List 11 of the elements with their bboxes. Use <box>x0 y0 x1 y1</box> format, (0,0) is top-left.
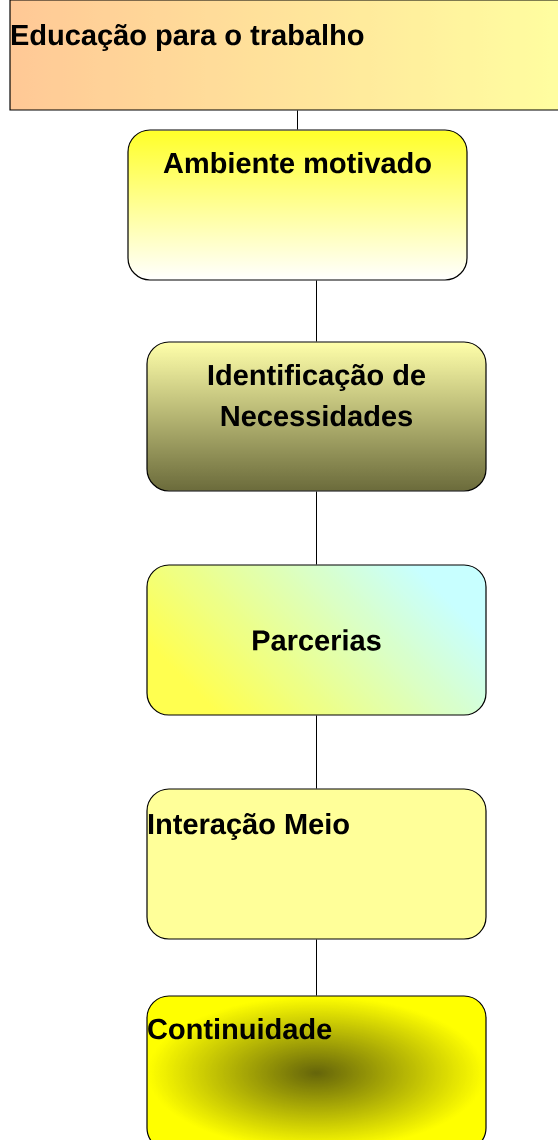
connector-line <box>316 491 317 565</box>
step-box: Parcerias <box>146 564 487 716</box>
title-box: Educação para o trabalho <box>9 0 558 111</box>
step-box: Continuidade <box>146 995 487 1140</box>
connector-line <box>316 280 317 342</box>
connector-line <box>316 715 317 789</box>
connector-line <box>316 939 317 996</box>
step-box: Ambiente motivado <box>127 129 468 281</box>
step-box: Interação Meio <box>146 788 487 940</box>
step-box: Identificação de Necessidades <box>146 341 487 492</box>
connector-line <box>297 110 298 130</box>
